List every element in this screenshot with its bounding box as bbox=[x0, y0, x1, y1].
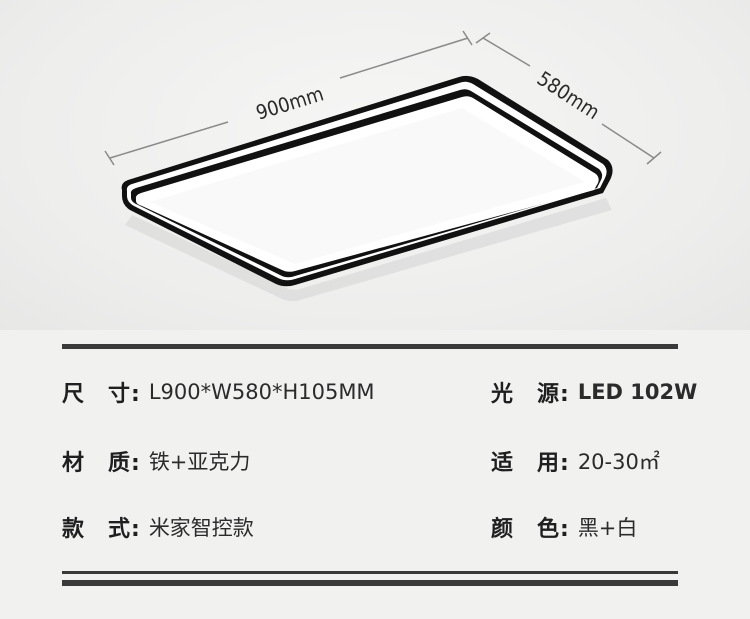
spec-style: 款 式: 米家智控款 bbox=[62, 511, 254, 543]
spec-material-value: 铁+亚克力 bbox=[148, 450, 251, 474]
spec-style-value: 米家智控款 bbox=[148, 516, 254, 540]
spec-light-source-value: LED 102W bbox=[577, 380, 698, 404]
spec-applicable-label: 适 用: bbox=[491, 451, 570, 476]
width-label: 580mm bbox=[533, 66, 604, 124]
spec-light-source: 光 源: LED 102W bbox=[491, 376, 697, 408]
product-image-area: 900mm 580mm bbox=[0, 0, 750, 330]
lamp-panel-shade bbox=[150, 108, 585, 264]
lamp-shadow bbox=[125, 198, 612, 302]
spec-color-label: 颜 色: bbox=[491, 517, 570, 542]
length-label: 900mm bbox=[253, 81, 326, 124]
divider-bottom-thick bbox=[62, 580, 678, 586]
spec-size: 尺 寸: L900*W580*H105MM bbox=[62, 376, 375, 408]
spec-material: 材 质: 铁+亚克力 bbox=[62, 445, 250, 477]
spec-style-label: 款 式: bbox=[62, 517, 141, 542]
spec-color: 颜 色: 黑+白 bbox=[491, 511, 637, 543]
spec-light-source-label: 光 源: bbox=[491, 382, 570, 407]
spec-color-value: 黑+白 bbox=[577, 516, 638, 540]
spec-applicable: 适 用: 20-30㎡ bbox=[491, 445, 660, 477]
spec-material-label: 材 质: bbox=[62, 451, 141, 476]
divider-bottom-thin bbox=[62, 571, 678, 574]
spec-size-label: 尺 寸: bbox=[62, 382, 141, 407]
spec-size-value: L900*W580*H105MM bbox=[148, 380, 375, 404]
divider-top bbox=[62, 344, 678, 349]
ceiling-lamp-illustration: 900mm 580mm bbox=[104, 30, 662, 302]
spec-applicable-value: 20-30㎡ bbox=[577, 450, 660, 474]
